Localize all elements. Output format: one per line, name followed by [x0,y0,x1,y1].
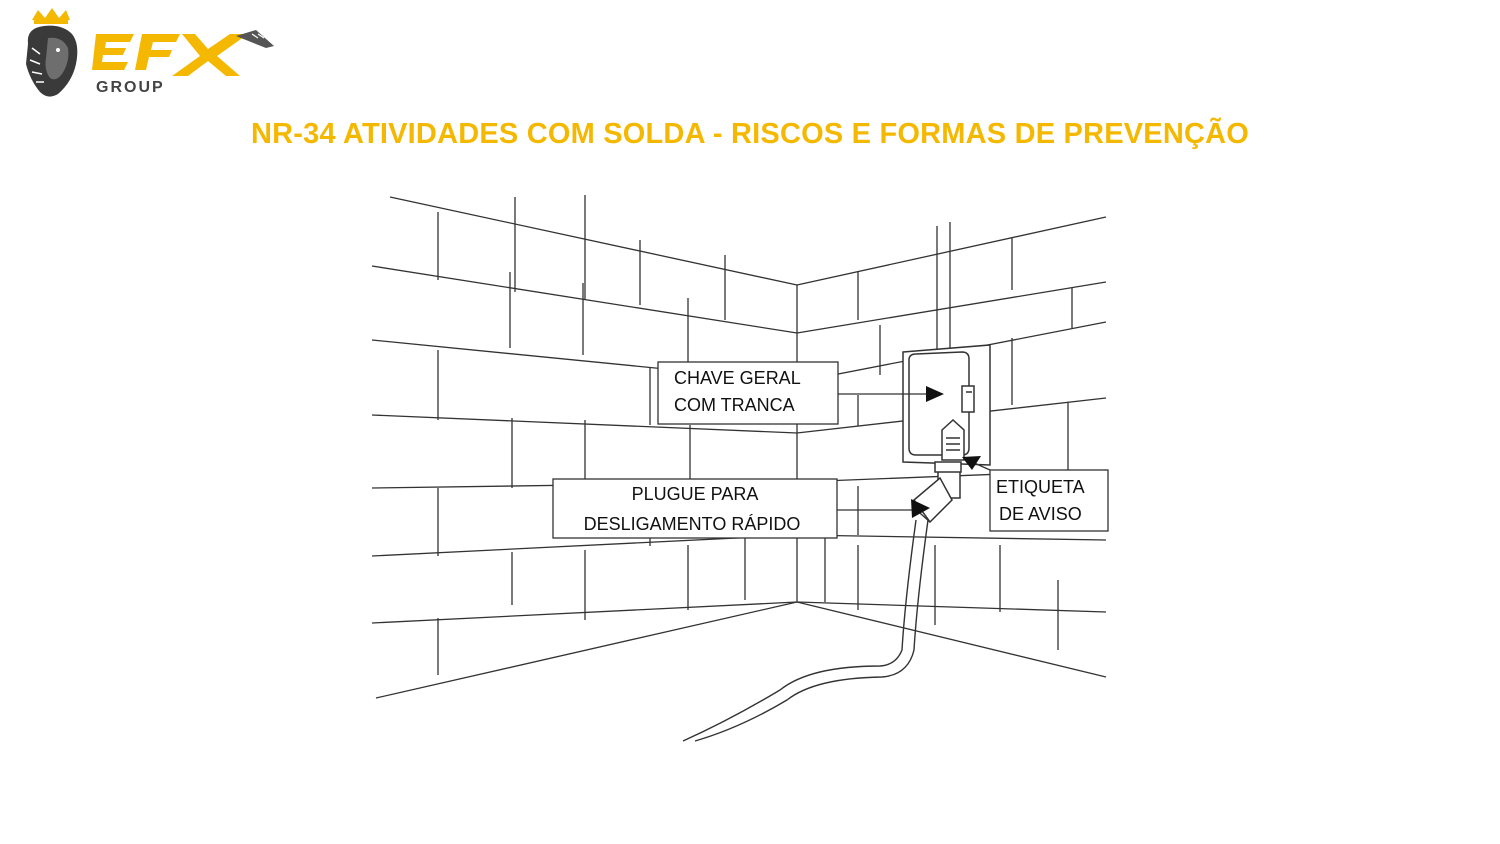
group-wordmark: GROUP [96,79,165,96]
svg-text:CHAVE GERAL: CHAVE GERAL [674,368,801,388]
svg-text:ETIQUETA: ETIQUETA [996,477,1085,497]
warning-tag [941,418,965,461]
efx-wordmark [92,30,274,76]
label-main-switch: CHAVE GERAL COM TRANCA [657,361,944,425]
svg-text:COM TRANCA: COM TRANCA [674,395,795,415]
page-title: NR-34 ATIVIDADES COM SOLDA - RISCOS E FO… [250,118,1250,150]
efx-group-logo: GROUP [26,8,274,97]
main-switch-box [902,344,991,499]
svg-text:PLUGUE PARA: PLUGUE PARA [632,484,759,504]
lion-crown-icon [26,8,78,97]
svg-text:DE AVISO: DE AVISO [999,504,1082,524]
svg-text:DESLIGAMENTO RÁPIDO: DESLIGAMENTO RÁPIDO [584,514,801,534]
label-quick-plug: PLUGUE PARA DESLIGAMENTO RÁPIDO [552,478,930,539]
label-warning-tag: ETIQUETA DE AVISO [962,456,1109,532]
